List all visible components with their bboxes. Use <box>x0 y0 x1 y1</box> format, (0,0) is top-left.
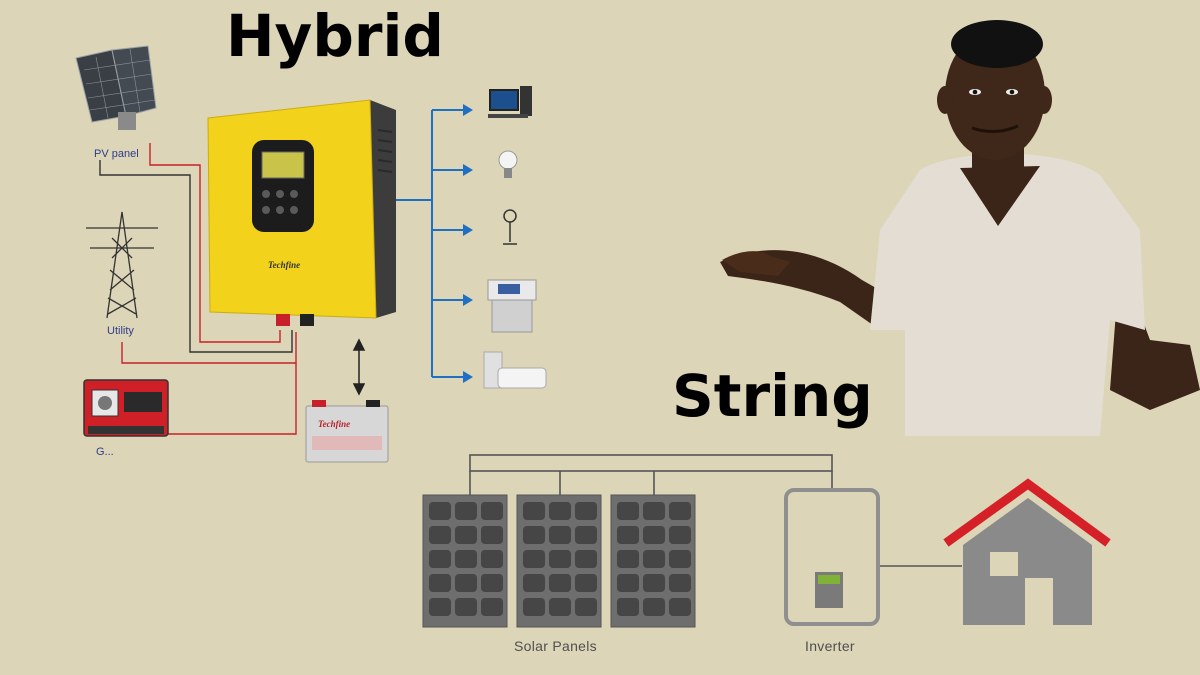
battery-brand-label: Techfine <box>318 419 350 429</box>
utility-label: Utility <box>107 325 134 337</box>
load-arrowheads <box>463 104 473 383</box>
generator-label: G... <box>96 446 114 458</box>
string-inverter-icon <box>784 488 880 626</box>
printer-icon <box>487 279 537 333</box>
string-title: String <box>672 362 873 430</box>
fan-icon <box>503 209 517 245</box>
pv-panel-icon <box>75 45 157 130</box>
solar-panel-2 <box>516 494 602 628</box>
computer-icon <box>488 86 532 118</box>
shrugging-man-image <box>720 20 1200 436</box>
pv-panel-label: PV panel <box>94 148 139 160</box>
battery-link-arrow <box>352 338 366 396</box>
load-arrows <box>396 109 466 378</box>
hybrid-title: Hybrid <box>226 2 444 70</box>
utility-tower-icon <box>86 211 158 319</box>
inverter-label: Inverter <box>805 638 855 654</box>
bulb-icon <box>498 150 518 178</box>
hybrid-wiring <box>99 143 297 435</box>
solar-panels-label: Solar Panels <box>514 638 597 654</box>
inverter-brand-label: Techfine <box>268 260 300 270</box>
battery-icon <box>305 400 389 463</box>
hybrid-inverter <box>207 99 396 326</box>
solar-panel-3 <box>610 494 696 628</box>
house-icon <box>943 478 1111 625</box>
solar-panel-1 <box>422 494 508 628</box>
generator-icon <box>83 379 169 437</box>
string-bus-wiring <box>469 454 962 567</box>
air-conditioner-icon <box>483 351 547 389</box>
